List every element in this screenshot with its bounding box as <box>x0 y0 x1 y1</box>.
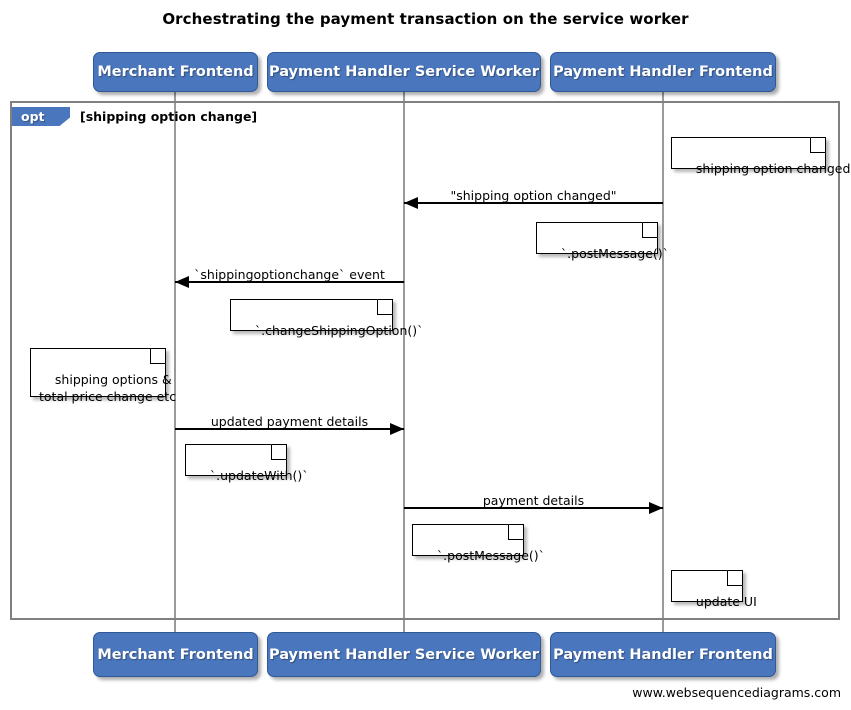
page-title: Orchestrating the payment transaction on… <box>162 10 689 28</box>
lifeline-merchant-frontend <box>174 92 176 632</box>
participant-label: Payment Handler Service Worker <box>268 64 540 80</box>
fragment-opt-frame <box>10 101 840 620</box>
note-text: shipping options & total price change et… <box>39 372 177 404</box>
note-change-shipping-option: `.changeShippingOption()` <box>230 299 423 338</box>
message-line-updated-payment-details <box>175 428 404 430</box>
note-fold-icon <box>642 222 658 238</box>
note-post-message-1: `.postMessage()` <box>536 222 669 261</box>
note-fold-icon <box>810 137 826 153</box>
message-label-payment-details: payment details <box>482 493 585 508</box>
message-label-updated-payment-details: updated payment details <box>210 414 369 429</box>
message-label-shipping-option-changed: "shipping option changed" <box>450 188 617 203</box>
participant-bottom-payment-handler-frontend[interactable]: Payment Handler Frontend <box>550 632 776 677</box>
participant-label: Payment Handler Frontend <box>553 646 773 663</box>
note-text: shipping option changed <box>695 161 851 176</box>
lifeline-payment-handler-frontend <box>662 92 664 632</box>
note-fold-icon <box>727 570 743 586</box>
note-update-with: `.updateWith()` <box>185 444 309 483</box>
participant-top-payment-handler-service-worker[interactable]: Payment Handler Service Worker <box>267 52 541 92</box>
message-line-payment-details <box>404 507 663 509</box>
note-text: `.postMessage()` <box>560 246 669 261</box>
participant-label: Payment Handler Frontend <box>553 64 773 80</box>
note-post-message-2: `.postMessage()` <box>412 524 545 563</box>
lifeline-payment-handler-service-worker <box>403 92 405 632</box>
fragment-opt-condition: [shipping option change] <box>80 109 258 124</box>
note-update-ui: update UI <box>671 570 757 609</box>
arrow-head-left-shipping-option-changed <box>404 197 418 209</box>
note-text: `.changeShippingOption()` <box>254 323 424 338</box>
participant-label: Payment Handler Service Worker <box>268 646 540 663</box>
message-line-shipping-option-changed <box>404 202 663 204</box>
note-text: `.postMessage()` <box>436 548 545 563</box>
note-text: update UI <box>695 594 757 609</box>
message-label-shippingoptionchange-event: `shippingoptionchange` event <box>194 267 385 282</box>
arrow-head-left-shippingoptionchange-event <box>175 276 189 288</box>
participant-top-payment-handler-frontend[interactable]: Payment Handler Frontend <box>550 52 776 92</box>
note-shipping-option-changed: shipping option changed <box>671 137 850 176</box>
note-fold-icon <box>271 444 287 460</box>
watermark-link[interactable]: www.websequencediagrams.com <box>632 685 841 700</box>
note-fold-icon <box>150 348 166 364</box>
fragment-opt-tag: opt <box>12 107 70 126</box>
arrow-head-right-updated-payment-details <box>390 423 404 435</box>
arrow-head-right-payment-details <box>649 502 663 514</box>
participant-label: Merchant Frontend <box>97 64 254 80</box>
note-text: `.updateWith()` <box>209 468 309 483</box>
participant-top-merchant-frontend[interactable]: Merchant Frontend <box>93 52 258 92</box>
message-line-shippingoptionchange-event <box>175 281 404 283</box>
note-shipping-options-total-price: shipping options & total price change et… <box>30 348 176 404</box>
participant-bottom-payment-handler-service-worker[interactable]: Payment Handler Service Worker <box>267 632 541 677</box>
note-fold-icon <box>377 299 393 315</box>
note-fold-icon <box>508 524 524 540</box>
participant-bottom-merchant-frontend[interactable]: Merchant Frontend <box>93 632 258 677</box>
participant-label: Merchant Frontend <box>97 646 254 663</box>
